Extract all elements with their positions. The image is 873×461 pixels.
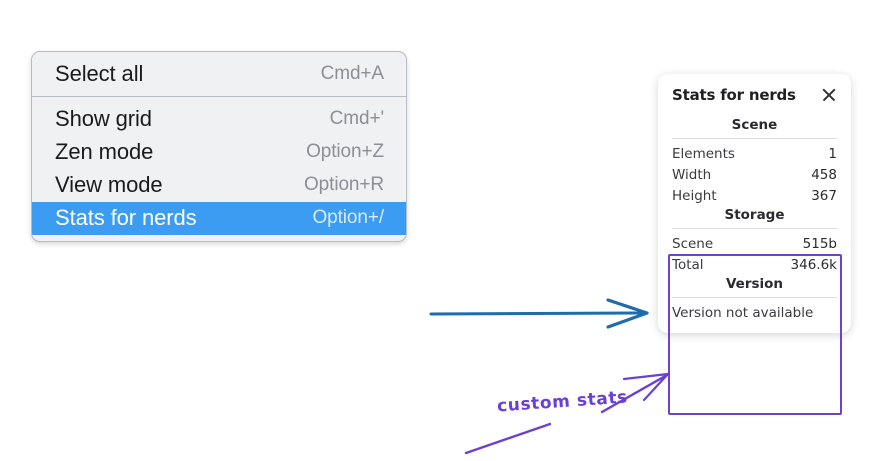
section-rule xyxy=(672,138,837,139)
menu-section-1: Select all Cmd+A xyxy=(32,52,406,96)
version-note: Version not available xyxy=(672,305,814,321)
stats-for-nerds-panel: Stats for nerds Scene Elements 1 Width 4… xyxy=(658,74,851,333)
stats-row-storage-scene: Scene 515b xyxy=(672,233,837,254)
stats-row-label: Height xyxy=(672,187,717,204)
menu-section-2: Show grid Cmd+' Zen mode Option+Z View m… xyxy=(32,97,406,241)
stats-panel-title: Stats for nerds xyxy=(672,86,796,104)
menu-item-shortcut: Option+/ xyxy=(312,207,384,228)
stats-section-heading-scene: Scene xyxy=(731,117,778,133)
stats-row-value: 515b xyxy=(802,235,837,252)
menu-item-select-all[interactable]: Select all Cmd+A xyxy=(32,58,406,91)
menu-item-shortcut: Option+R xyxy=(304,174,384,195)
stats-row-label: Elements xyxy=(672,145,735,162)
close-icon[interactable] xyxy=(820,86,838,104)
menu-item-label: View mode xyxy=(55,172,163,197)
menu-item-label: Show grid xyxy=(55,106,152,131)
stats-row-width: Width 458 xyxy=(672,164,837,185)
section-rule xyxy=(672,297,837,298)
stats-row-value: 458 xyxy=(811,166,837,183)
menu-item-zen-mode[interactable]: Zen mode Option+Z xyxy=(32,136,406,169)
menu-item-shortcut: Option+Z xyxy=(306,141,384,162)
menu-item-shortcut: Cmd+A xyxy=(320,63,384,84)
stats-panel-body: Scene Elements 1 Width 458 Height 367 St… xyxy=(658,116,851,323)
canvas-context-menu[interactable]: Select all Cmd+A Show grid Cmd+' Zen mod… xyxy=(31,51,407,242)
menu-divider xyxy=(32,96,406,97)
stats-row-label: Width xyxy=(672,166,712,183)
menu-item-label: Select all xyxy=(55,61,144,86)
stats-row-label: Total xyxy=(672,256,704,273)
menu-item-label: Zen mode xyxy=(55,139,154,164)
menu-item-stats-for-nerds[interactable]: Stats for nerds Option+/ xyxy=(32,202,406,235)
menu-item-shortcut: Cmd+' xyxy=(329,108,384,129)
callout-label-custom-stats: custom stats xyxy=(496,387,629,417)
callout-arrow-lower xyxy=(464,422,552,455)
flow-arrow xyxy=(429,298,649,329)
stats-row-elements: Elements 1 xyxy=(672,143,837,164)
menu-item-label: Stats for nerds xyxy=(55,205,197,230)
stats-row-value: 367 xyxy=(811,187,837,204)
stats-row-value: 1 xyxy=(828,145,837,162)
stats-row-value: 346.6k xyxy=(790,256,837,273)
stats-row-label: Scene xyxy=(672,235,714,252)
stats-section-heading-version: Version xyxy=(725,276,784,292)
stats-row-height: Height 367 xyxy=(672,185,837,206)
stats-section-heading-storage: Storage xyxy=(724,207,785,223)
menu-item-show-grid[interactable]: Show grid Cmd+' xyxy=(32,103,406,136)
menu-item-view-mode[interactable]: View mode Option+R xyxy=(32,169,406,202)
stats-row-storage-total: Total 346.6k xyxy=(672,254,837,275)
section-rule xyxy=(672,228,837,229)
stats-panel-header: Stats for nerds xyxy=(658,86,851,104)
